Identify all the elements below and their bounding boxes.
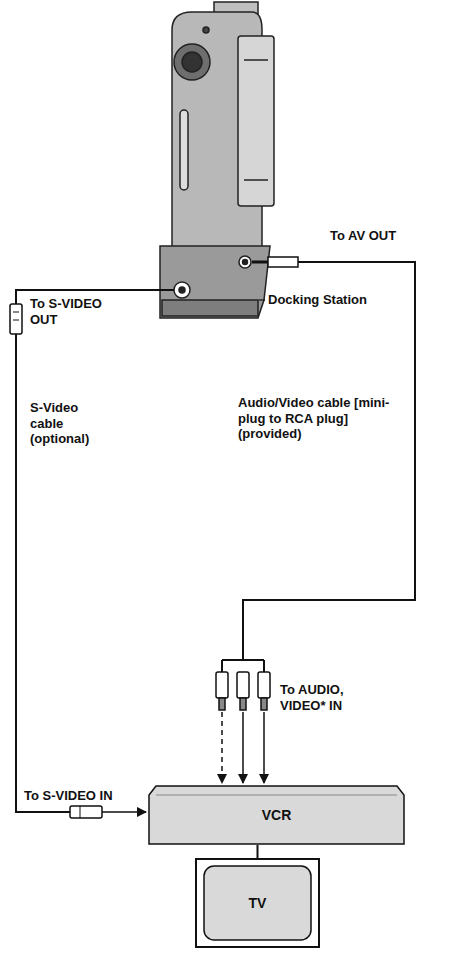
av-cable <box>222 257 415 672</box>
tv-set: TV <box>195 858 320 948</box>
callout-label: Audio/Video cable [mini-plug to RCA plug… <box>238 395 403 442</box>
callout-label: To AV OUT <box>330 228 442 244</box>
node-label: VCR <box>262 807 292 823</box>
docking-station <box>160 246 270 318</box>
node-label: TV <box>249 895 267 911</box>
s-video-cable <box>10 290 174 818</box>
rca-plugs <box>216 672 270 710</box>
camcorder <box>172 2 274 250</box>
connection-line <box>257 845 259 858</box>
plug-arrows <box>222 712 264 783</box>
vcr-box: VCR <box>148 785 405 845</box>
callout-label: To S-VIDEO IN <box>24 788 144 804</box>
callout-label: To AUDIO, VIDEO* IN <box>280 682 390 713</box>
leader-line <box>259 299 265 300</box>
callout-label: To S-VIDEO OUT <box>30 296 122 327</box>
callout-label: S-Video cable (optional) <box>30 400 102 447</box>
callout-label: Docking Station <box>268 292 393 308</box>
